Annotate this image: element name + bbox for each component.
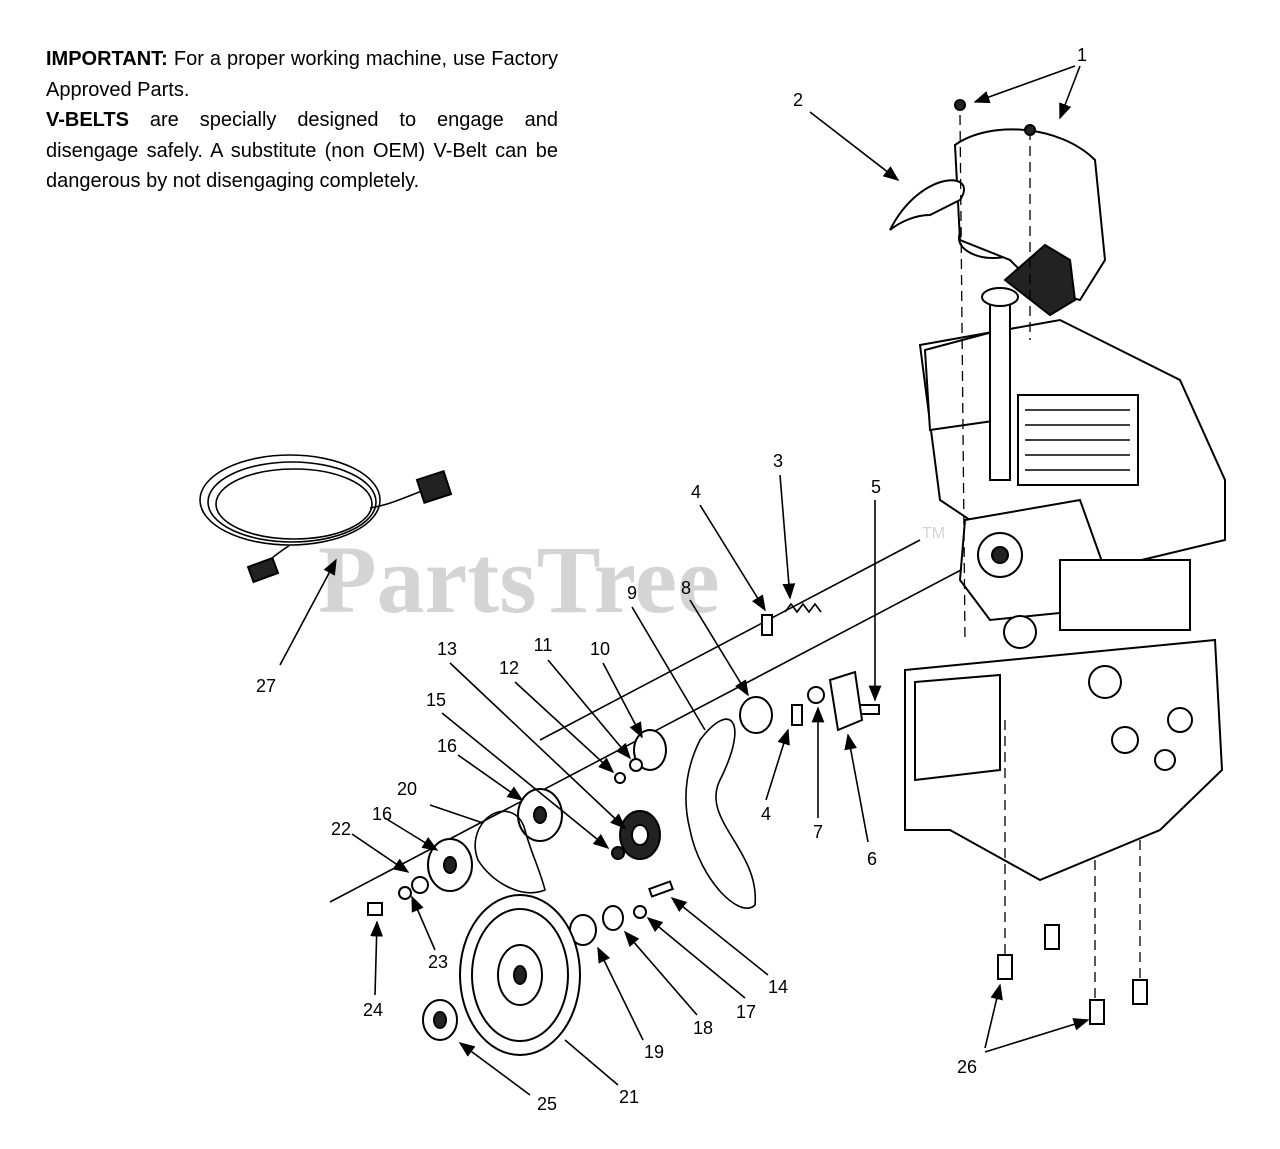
callout-10: 10 <box>590 639 610 659</box>
bolt-26a <box>997 954 1013 980</box>
callout-14: 14 <box>768 977 788 997</box>
callout-9: 9 <box>627 583 637 603</box>
callout-5: 5 <box>871 477 881 497</box>
washer-12 <box>614 772 626 784</box>
power-cord <box>199 454 453 584</box>
callout-7: 7 <box>813 822 823 842</box>
v-belt-9 <box>685 718 756 909</box>
washer-7 <box>807 686 825 704</box>
nut-1b <box>1024 124 1036 136</box>
washer-11 <box>629 758 643 772</box>
bolt-26b <box>1089 999 1105 1025</box>
vbelts-text: are specially designed to engage and dis… <box>46 109 559 192</box>
important-notice: IMPORTANT: For a proper working machine,… <box>46 44 558 197</box>
engine-assembly <box>889 128 1226 882</box>
callout-23: 23 <box>428 952 448 972</box>
callout-4b: 4 <box>761 804 771 824</box>
callout-6: 6 <box>867 849 877 869</box>
callout-19: 19 <box>644 1042 664 1062</box>
callout-25: 25 <box>537 1094 557 1114</box>
callout-17: 17 <box>736 1002 756 1022</box>
callout-3: 3 <box>773 451 783 471</box>
pin-4b <box>791 704 803 726</box>
important-label: IMPORTANT: <box>46 48 168 70</box>
callout-12: 12 <box>499 658 519 678</box>
bracket-6 <box>828 670 864 732</box>
callout-27: 27 <box>256 676 276 696</box>
callout-11: 11 <box>534 635 553 655</box>
callout-16a: 16 <box>437 736 457 756</box>
washer-23 <box>398 886 412 900</box>
important-text: For a proper working machine, use Factor… <box>46 48 558 101</box>
spring-3 <box>784 602 822 614</box>
leader-lines <box>279 65 1090 1096</box>
callout-21: 21 <box>619 1087 639 1107</box>
callout-1: 1 <box>1077 45 1087 65</box>
callout-18: 18 <box>693 1018 713 1038</box>
watermark-trademark: TM <box>922 525 945 542</box>
nut-15 <box>611 846 625 860</box>
callout-26: 26 <box>957 1057 977 1077</box>
pin-4a <box>761 614 773 636</box>
callout-2: 2 <box>793 90 803 110</box>
vbelts-label: V-BELTS <box>46 109 129 131</box>
callout-4a: 4 <box>691 482 701 502</box>
callout-22: 22 <box>331 819 351 839</box>
bolt-lower <box>1044 924 1060 950</box>
plate-10 <box>633 729 667 771</box>
bolt-24 <box>367 902 383 916</box>
callout-16b: 16 <box>372 804 392 824</box>
washer-18 <box>602 905 624 931</box>
callout-labels: 1 2 3 4 4 5 6 7 8 9 10 11 12 13 14 15 16… <box>256 45 1087 1114</box>
callout-15: 15 <box>426 690 446 710</box>
v-belt-20 <box>474 810 546 894</box>
nut-1a <box>954 99 966 111</box>
washer-8 <box>739 696 773 734</box>
callout-13: 13 <box>437 639 457 659</box>
bolt-14 <box>648 880 674 898</box>
callout-8: 8 <box>681 578 691 598</box>
watermark: PartsTree <box>318 526 720 633</box>
washer-22 <box>411 876 429 894</box>
callout-24: 24 <box>363 1000 383 1020</box>
bolt-right <box>1132 979 1148 1005</box>
callout-20: 20 <box>397 779 417 799</box>
washer-17 <box>633 905 647 919</box>
